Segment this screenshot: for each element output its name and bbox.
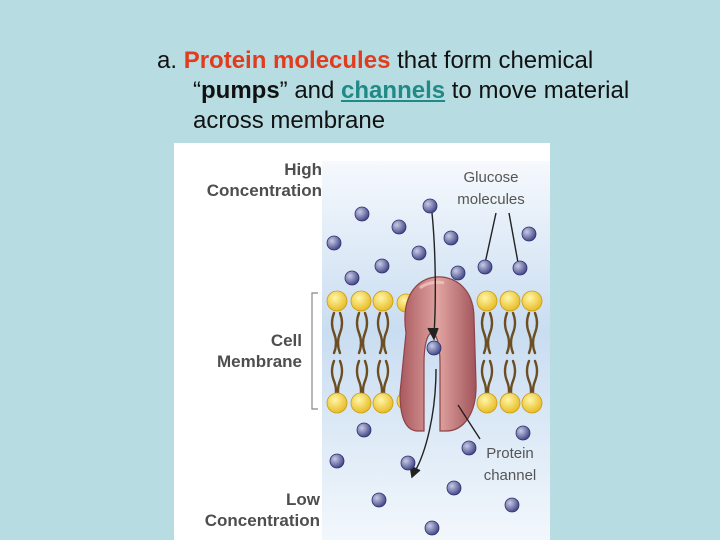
text-line-1: a. Protein molecules that form chemical (157, 46, 712, 76)
text-line-3: across membrane (157, 106, 712, 136)
label-glucose-line2: molecules (457, 191, 525, 208)
label-high-line2: Concentration (206, 181, 322, 200)
label-cell-line2: Membrane (216, 352, 302, 371)
slide-body-text: a. Protein molecules that form chemical … (157, 46, 712, 136)
term-protein-molecules: Protein molecules (183, 47, 391, 74)
membrane-bracket (311, 292, 318, 410)
label-protein-line2: channel (483, 467, 537, 484)
text-line-2: “pumps” and channels to move material (157, 76, 712, 106)
protein-channel-diagram: High Concentration Cell Membrane Low Con… (174, 143, 550, 540)
label-protein-channel: Protein channel (474, 443, 546, 487)
label-cell-line1: Cell (270, 331, 302, 350)
label-low-line2: Concentration (204, 511, 320, 530)
term-pumps: pumps (201, 77, 280, 104)
protein-channel-shape (399, 276, 477, 432)
quote-open: “ (193, 77, 201, 104)
label-low-concentration: Low Concentration (176, 489, 320, 531)
label-protein-line1: Protein (486, 445, 534, 462)
diagram-canvas (311, 161, 550, 540)
label-glucose-line1: Glucose (463, 169, 519, 186)
text-segment-2: ” and (279, 77, 342, 104)
text-segment-1: that form chemical (390, 47, 594, 74)
label-cell-membrane: Cell Membrane (176, 330, 302, 372)
text-segment-4: across membrane (193, 107, 386, 134)
label-glucose-molecules: Glucose molecules (446, 167, 536, 211)
label-high-line1: High (284, 160, 322, 179)
list-marker: a. (157, 47, 178, 74)
glucose-molecules (326, 198, 537, 536)
label-high-concentration: High Concentration (176, 159, 322, 201)
label-low-line1: Low (286, 490, 320, 509)
text-segment-3: to move material (445, 77, 630, 104)
term-channels-link[interactable]: channels (341, 77, 446, 104)
